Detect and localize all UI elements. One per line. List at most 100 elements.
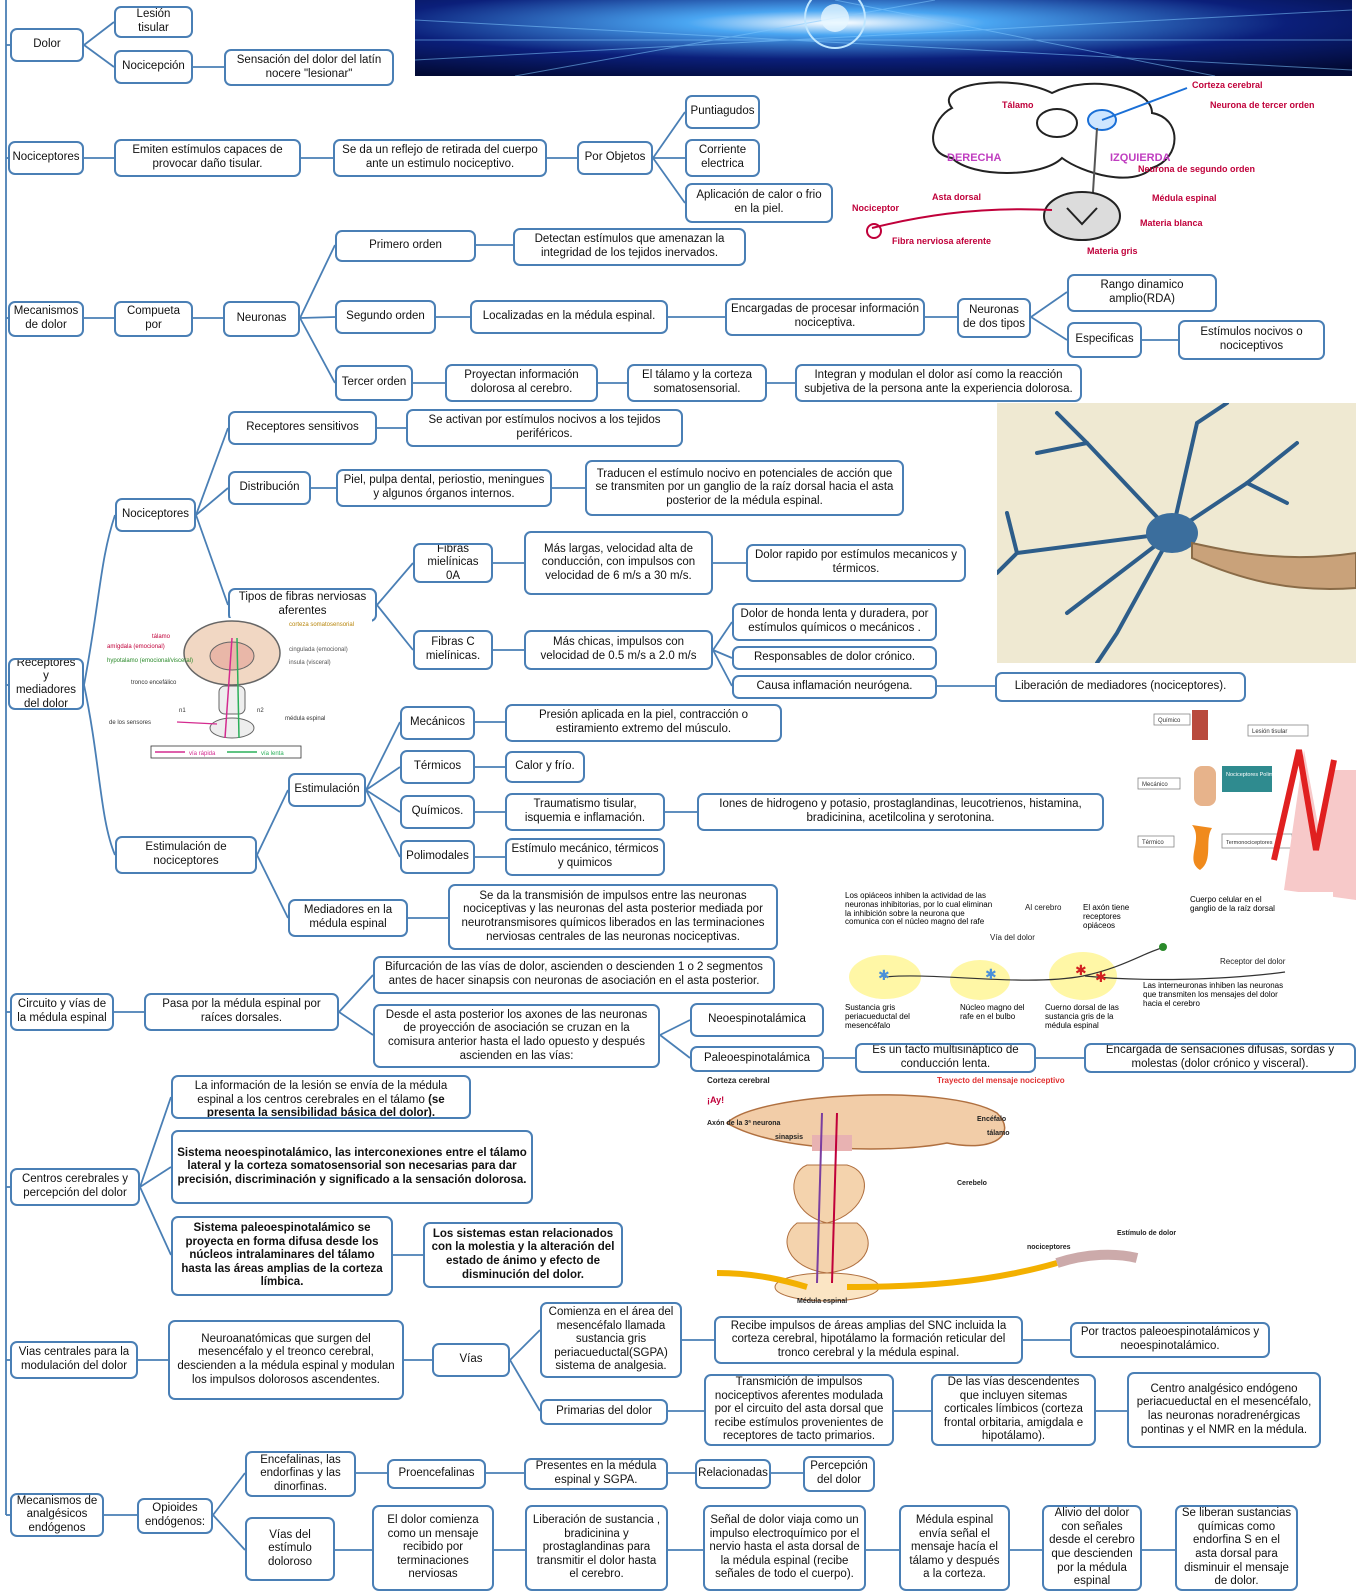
node-inflamacion: Causa inflamación neurógena. — [732, 675, 937, 699]
node-calor-frio-piel: Aplicación de calor o frio en la piel. — [685, 183, 833, 223]
node-sistema-neoespinotalamico: Sistema neoespinotalámico, las intercone… — [171, 1130, 533, 1204]
node-sustancias-quimicas: Se liberan sustancias químicas como endo… — [1175, 1505, 1298, 1591]
node-presion: Presión aplicada en la piel, contracción… — [505, 704, 782, 742]
banner-image — [415, 0, 1352, 76]
node-mas-largas: Más largas, velocidad alta de conducción… — [524, 531, 713, 595]
node-corriente-electrica: Corriente electrica — [685, 139, 760, 177]
node-neuroanatomicas: Neuroanatómicas que surgen del mesencéfa… — [168, 1320, 404, 1400]
node-vias-estimulo: Vías del estímulo doloroso — [245, 1517, 335, 1581]
node-pasa-medula: Pasa por la médula espinal por raíces do… — [144, 993, 339, 1031]
label-nociceptores-trayecto: nociceptores — [1027, 1244, 1071, 1251]
label-nucleo-magno: Núcleo magno del rafe en el bulbo — [960, 1004, 1025, 1021]
node-encargadas-procesar: Encargadas de procesar información nocic… — [725, 298, 925, 336]
node-mecanismos-dolor: Mecanismos de dolor — [8, 301, 84, 337]
node-centros-cerebrales: Centros cerebrales y percepción del dolo… — [10, 1168, 140, 1206]
label-medula-brain: médula espinal — [285, 716, 325, 722]
pain-pathway-diagram: Tálamo Corteza cerebral Neurona de terce… — [852, 78, 1356, 270]
node-dolor-cronico: Responsables de dolor crónico. — [732, 646, 937, 670]
label-materia-gris: Materia gris — [1087, 246, 1138, 256]
node-senal-dolor: Señal de dolor viaja como un impulso ele… — [703, 1505, 866, 1591]
node-liberacion-mediadores: Liberación de mediadores (nociceptores). — [995, 672, 1246, 702]
node-transmision: Se da la transmisión de impulsos entre l… — [448, 884, 778, 950]
label-corteza-somatosensorial: corteza somatosensorial — [289, 622, 354, 628]
node-nocicepcion: Nocicepción — [114, 50, 193, 84]
label-receptor-dolor: Receptor del dolor — [1220, 957, 1286, 966]
label-axon-opiaceos: El axón tiene receptores opiáceos — [1083, 904, 1130, 930]
node-sistemas-relacionados: Los sistemas estan relacionados con la m… — [423, 1222, 623, 1288]
node-quimicos: Químicos. — [400, 795, 475, 829]
node-medula-envia: Médula espinal envía señal el mensaje ha… — [899, 1505, 1010, 1591]
label-cuerno-dorsal: Cuerno dorsal de las sustancia gris de l… — [1045, 1004, 1119, 1030]
node-lesion-tisular: Lesión tisular — [114, 6, 193, 38]
label-cuerpo-celular: Cuerpo celular en el ganglio de la raíz … — [1190, 896, 1275, 913]
node-estimulo-mecanico: Estímulo mecánico, térmicos y quimicos — [505, 838, 665, 876]
label-n1: n1 — [179, 708, 186, 714]
node-percepcion-dolor: Percepción del dolor — [803, 1456, 875, 1492]
node-informacion-lesion: La información de la lesión se envía de … — [171, 1075, 471, 1119]
label-trayecto-title: Trayecto del mensaje nociceptivo — [937, 1076, 1065, 1085]
node-liberacion-sustancia: Liberación de sustancia , bradicinina y … — [525, 1505, 668, 1591]
label-sustancia-gris: Sustancia gris periacueductal del mesenc… — [845, 1004, 910, 1030]
label-al-cerebro: Al cerebro — [1025, 903, 1062, 912]
node-iones: Iones de hidrogeno y potasio, prostaglan… — [697, 793, 1104, 831]
node-sistema-paleoespinotalamico: Sistema paleoespinotalámico se proyecta … — [171, 1216, 393, 1296]
label-insula: insula (visceral) — [289, 660, 331, 666]
svg-text:✱: ✱ — [1095, 969, 1107, 985]
label-neurona-segundo: Neurona de segundo orden — [1138, 164, 1255, 174]
node-tipos-fibras: Tipos de fibras nerviosas aferentes — [228, 588, 377, 622]
node-desde-asta: Desde el asta posterior los axones de la… — [373, 1004, 660, 1068]
node-dolor-comienza: El dolor comienza como un mensaje recibi… — [372, 1505, 494, 1591]
label-amigdala: amígdala (emocional) — [107, 644, 165, 650]
label-via-del-dolor: Vía del dolor — [990, 933, 1035, 942]
node-paleoespinotalamica: Paleoespinotalámica — [690, 1046, 824, 1072]
node-integran-modulan: Integran y modulan el dolor así como la … — [795, 364, 1082, 402]
node-mediadores-medula: Mediadores en la médula espinal — [288, 899, 408, 937]
label-izquierda: IZQUIERDA — [1110, 152, 1171, 164]
informacion-lesion-bold: (se presenta la sensibilidad básica del … — [206, 1093, 445, 1119]
node-mas-chicas: Más chicas, impulsos con velocidad de 0.… — [524, 630, 713, 670]
node-recibe-impulsos: Recibe impulsos de áreas amplias del SNC… — [714, 1316, 1023, 1364]
node-circuito-vias: Circuito y vías de la médula espinal — [10, 993, 114, 1031]
label-termico: Térmico — [1142, 840, 1164, 846]
label-termonociceptores: Termonociceptores — [1226, 840, 1273, 846]
node-estimulacion: Estimulación — [288, 773, 366, 807]
node-mecanicos: Mecánicos — [400, 706, 475, 740]
label-via-rapida: vía rápida — [189, 751, 216, 757]
node-encargada-sensaciones: Encargada de sensaciones difusas, sordas… — [1084, 1043, 1356, 1073]
node-estimulacion-nociceptores: Estimulación de nociceptores — [115, 836, 257, 874]
node-tacto-multisinaptico: Es un tacto multisináptico de conducción… — [855, 1043, 1036, 1073]
label-fibra-aferente: Fibra nerviosa aferente — [892, 236, 991, 246]
node-receptores-mediadores: Receptores y mediadores del dolor — [8, 658, 84, 710]
label-via-lenta: vía lenta — [261, 751, 284, 757]
node-nociceptores-2: Nociceptores — [115, 498, 196, 532]
node-tercer-orden: Tercer orden — [335, 365, 413, 401]
node-receptores-sensitivos: Receptores sensitivos — [228, 411, 377, 445]
label-talamo-brain: tálamo — [152, 634, 171, 640]
label-mecanico: Mecánico — [1142, 782, 1168, 788]
node-segundo-orden: Segundo orden — [335, 300, 436, 334]
node-bifurcacion: Bifurcación de las vías de dolor, ascien… — [373, 956, 775, 994]
svg-text:✱: ✱ — [985, 966, 997, 982]
opiates-diagram: ✱ ✱ ✱ ✱ Los opiáceos inhiben la activida… — [845, 892, 1333, 1042]
informacion-lesion-text: La información de la lesión se envía de … — [194, 1080, 448, 1106]
node-emiten-estimulos: Emiten estímulos capaces de provocar dañ… — [114, 139, 301, 177]
node-primero-orden: Primero orden — [335, 230, 476, 262]
node-proencefalinas: Proencefalinas — [387, 1459, 486, 1489]
node-vias-descendentes: De las vías descendentes que incluyen si… — [931, 1374, 1096, 1446]
label-nociceptor: Nociceptor — [852, 203, 900, 213]
node-primarias-dolor: Primarias del dolor — [540, 1399, 668, 1425]
node-transmicion-impulsos: Transmición de impulsos nociceptivos afe… — [704, 1374, 894, 1446]
node-neuronas-dos-tipos: Neuronas de dos tipos — [957, 298, 1031, 338]
node-fibras-c: Fibras C mielínicas. — [413, 630, 493, 670]
label-n2: n2 — [257, 708, 264, 714]
label-encefalo: Encéfalo — [977, 1116, 1006, 1123]
node-piel-pulpa: Piel, pulpa dental, periostio, meningues… — [336, 469, 552, 507]
node-centro-analgesico: Centro analgésico endógeno periacueducta… — [1127, 1372, 1321, 1448]
label-talamo-trayecto: tálamo — [987, 1130, 1010, 1137]
node-presentes-medula: Presentes en la médula espinal y SGPA. — [524, 1458, 668, 1490]
neuron-image — [997, 403, 1356, 663]
svg-text:✱: ✱ — [1075, 962, 1087, 978]
node-opioides-endogenos: Opioides endógenos: — [137, 1498, 213, 1534]
node-dolor-honda: Dolor de honda lenta y duradera, por est… — [732, 603, 937, 641]
